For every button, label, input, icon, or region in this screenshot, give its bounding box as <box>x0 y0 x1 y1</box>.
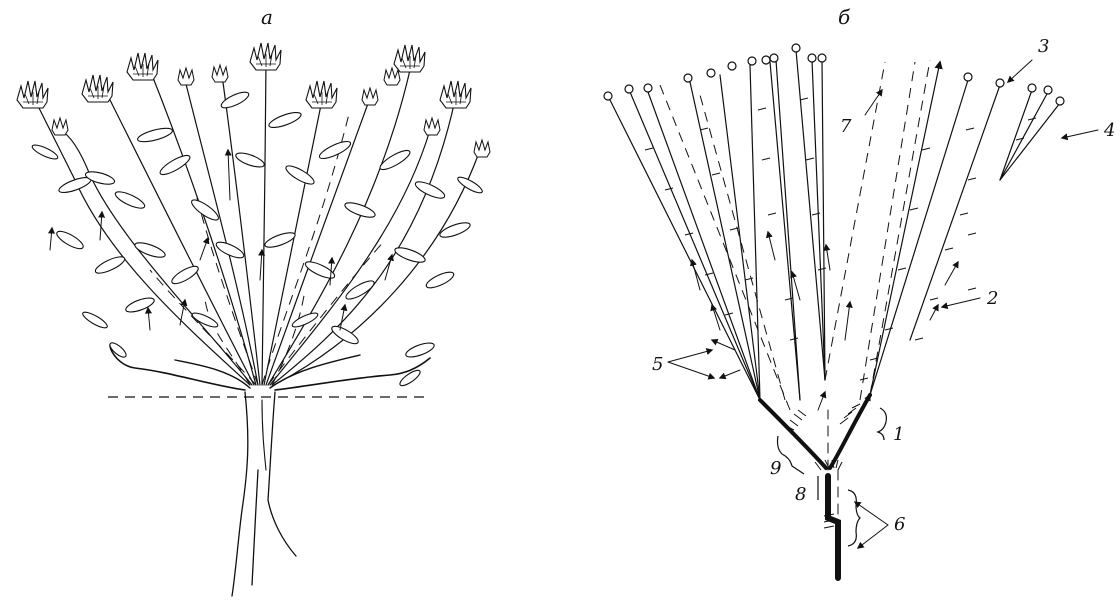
stems-panel-a <box>35 62 480 385</box>
label-3: 3 <box>1038 36 1049 57</box>
panel-a-plant-drawing <box>17 43 490 596</box>
label-5: 5 <box>652 354 663 375</box>
label-1: 1 <box>893 424 904 445</box>
braces <box>778 408 887 546</box>
callout-labels: 1 2 3 4 5 6 7 8 9 <box>652 36 1115 535</box>
label-9: 9 <box>770 458 781 479</box>
shoots-panel-b <box>610 50 1060 400</box>
flower-circles-panel-b <box>604 44 1064 105</box>
basal-shoots <box>110 345 430 390</box>
rhizome-axis <box>760 395 870 580</box>
leaf-node-ticks <box>645 98 1036 380</box>
panel-a-label: а <box>261 5 273 29</box>
flower-heads-panel-a <box>17 43 490 157</box>
label-4: 4 <box>1103 120 1115 141</box>
panel-b-label: б <box>838 5 851 29</box>
leaves-panel-a <box>31 89 485 388</box>
panel-b-scheme: 1 2 3 4 5 6 7 8 9 <box>604 36 1115 580</box>
label-7: 7 <box>840 116 852 137</box>
label-8: 8 <box>795 484 806 505</box>
label-6: 6 <box>894 514 905 535</box>
callout-pointers <box>668 60 1098 548</box>
label-2: 2 <box>986 288 998 309</box>
taproot <box>232 392 296 596</box>
